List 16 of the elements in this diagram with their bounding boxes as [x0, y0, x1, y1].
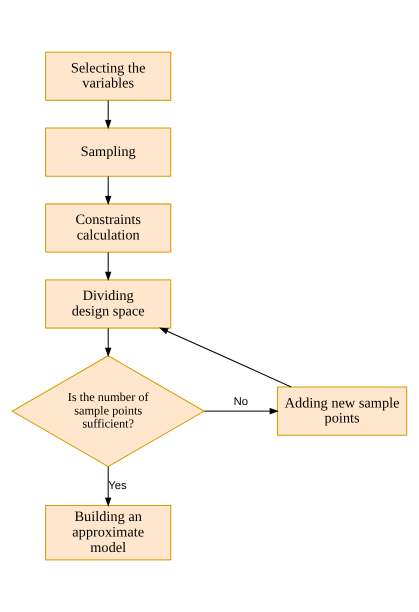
node-box: Selecting the variables	[45, 52, 172, 101]
node-box: Adding new sample points	[276, 386, 408, 436]
arrow	[204, 408, 279, 414]
arrow	[104, 252, 112, 281]
arrow	[104, 176, 112, 206]
arrow	[104, 328, 112, 357]
node-box: Sampling	[45, 128, 172, 177]
arrow	[104, 100, 112, 130]
node-box: Building an approximate model	[45, 505, 172, 560]
node-box: Constraints calculation	[45, 203, 172, 253]
node-diamond: Is the number of sample points sufficient?	[11, 355, 206, 468]
edge-label: No	[234, 396, 248, 408]
arrow	[158, 328, 292, 388]
arrow	[104, 466, 112, 507]
node-box: Dividing design space	[45, 279, 172, 329]
edge-label: Yes	[108, 480, 127, 492]
